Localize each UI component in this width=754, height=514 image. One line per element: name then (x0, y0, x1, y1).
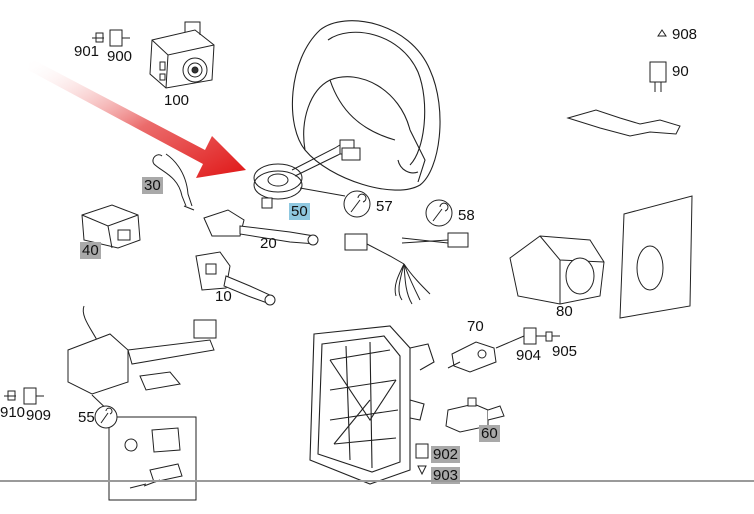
wrench-icon-55 (94, 405, 118, 429)
steering-wheel-drawing (291, 20, 441, 191)
part-label-57[interactable]: 57 (376, 198, 393, 215)
part-label-900[interactable]: 900 (107, 48, 133, 65)
connector-58-drawing (401, 232, 469, 248)
part-label-10[interactable]: 10 (215, 288, 232, 305)
part-100-drawing (149, 21, 215, 89)
plug-901-900-drawing (92, 29, 130, 47)
part-50-clockspring-drawing (253, 139, 361, 209)
part-70-switch-drawing (447, 341, 497, 373)
part-30-drawing (152, 153, 195, 211)
plug-910-909-drawing (4, 387, 44, 405)
part-label-58[interactable]: 58 (458, 207, 475, 224)
part-label-909[interactable]: 909 (26, 407, 52, 424)
steering-column-drawing (67, 305, 217, 395)
part-60-switch-drawing (445, 397, 505, 433)
trim-panel-drawing (619, 195, 693, 319)
part-label-40[interactable]: 40 (80, 242, 101, 259)
part-label-70[interactable]: 70 (467, 318, 484, 335)
bottom-divider (0, 480, 754, 482)
part-label-910[interactable]: 910 (0, 404, 26, 421)
part-10-stalk-drawing (195, 251, 276, 306)
part-label-905[interactable]: 905 (552, 343, 578, 360)
wrench-icon-58 (425, 199, 453, 227)
part-20-stalk-drawing (203, 209, 319, 246)
part-label-908[interactable]: 908 (672, 26, 698, 43)
pedal-bracket-drawing (309, 325, 435, 485)
red-arrow-pointer (28, 58, 246, 178)
part-90-drawing (566, 29, 681, 137)
part-label-55[interactable]: 55 (78, 409, 95, 426)
cable-57-drawing (344, 233, 431, 305)
part-label-60[interactable]: 60 (479, 425, 500, 442)
wrench-icon-57 (343, 190, 371, 218)
part-label-100[interactable]: 100 (164, 92, 190, 109)
part-label-80[interactable]: 80 (556, 303, 573, 320)
part-label-90[interactable]: 90 (672, 63, 689, 80)
part-label-904[interactable]: 904 (516, 347, 542, 364)
part-label-50[interactable]: 50 (289, 203, 310, 220)
part-label-901[interactable]: 901 (74, 43, 100, 60)
part-40-drawing (81, 204, 141, 249)
part-label-902[interactable]: 902 (431, 446, 461, 463)
plug-902-903-drawing (415, 443, 429, 476)
plug-904-905-drawing (495, 327, 560, 349)
part-label-903[interactable]: 903 (431, 467, 461, 484)
part-label-20[interactable]: 20 (260, 235, 277, 252)
part-label-30[interactable]: 30 (142, 177, 163, 194)
part-80-drawing (509, 235, 605, 305)
